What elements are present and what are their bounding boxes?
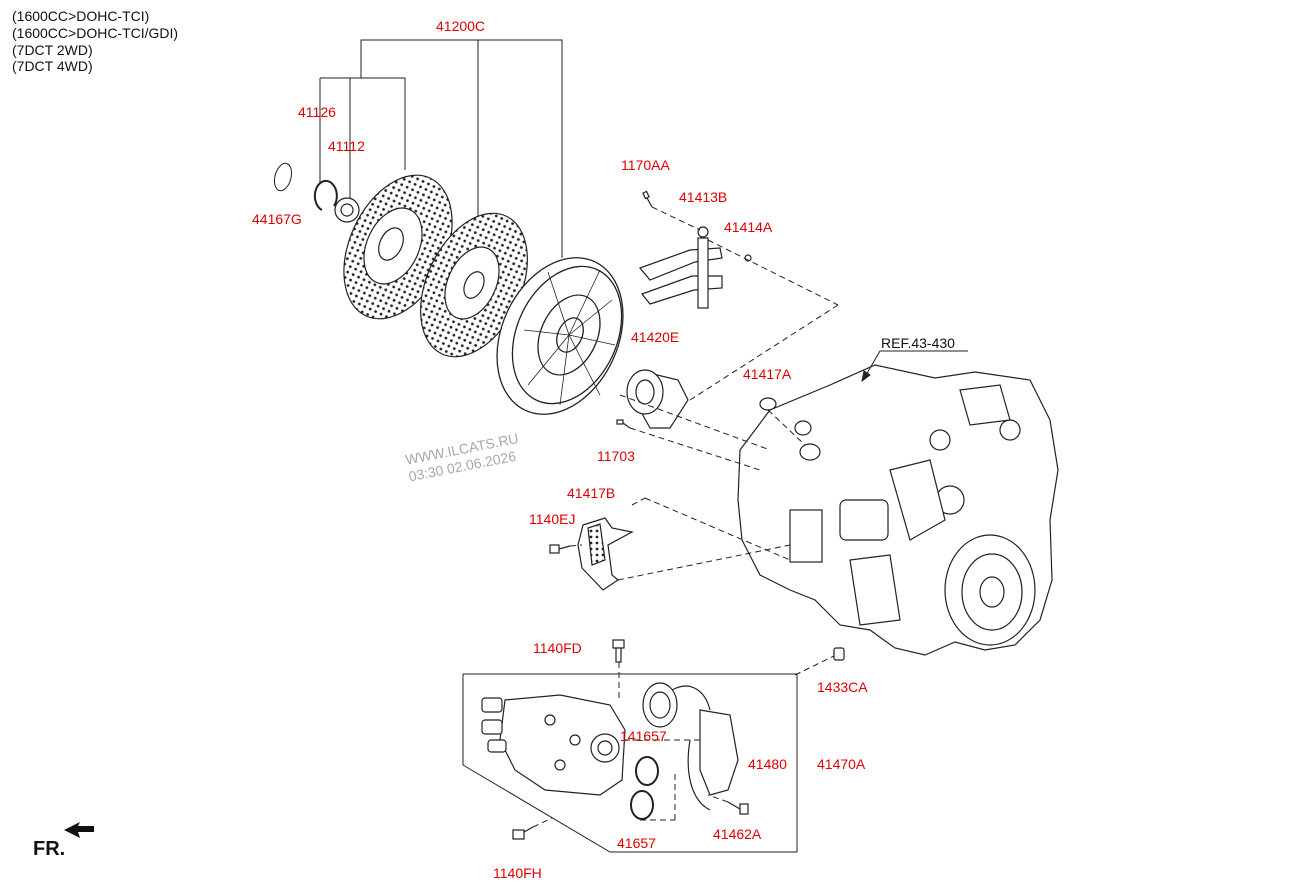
front-direction-arrow-icon xyxy=(64,822,94,838)
part-label-41657[interactable]: 41657 xyxy=(617,835,656,851)
bolt-1140ej xyxy=(549,544,571,554)
clutch-actuator-body xyxy=(481,694,626,796)
assembly-bracket-41200c xyxy=(319,39,563,258)
reference-label[interactable]: REF.43-430 xyxy=(881,335,955,351)
release-fork-41413b xyxy=(638,226,723,309)
variant-line-4: (7DCT 4WD) xyxy=(12,58,93,74)
dashed-assembly-lines xyxy=(532,206,839,828)
part-label-1170aa[interactable]: 1170AA xyxy=(621,157,670,173)
bolt-11703 xyxy=(616,419,631,429)
part-label-1140fd[interactable]: 1140FD xyxy=(533,640,582,656)
part-label-41413b[interactable]: 41413B xyxy=(679,189,728,205)
clutch-cover-pressure-plate xyxy=(496,257,624,415)
part-label-41417b[interactable]: 41417B xyxy=(567,485,616,501)
release-bearing-41420e xyxy=(626,369,689,429)
part-label-41126[interactable]: 41126 xyxy=(298,104,336,120)
part-label-41470a[interactable]: 41470A xyxy=(817,756,866,772)
variant-line-3: (7DCT 2WD) xyxy=(12,42,93,58)
part-label-41200c[interactable]: 41200C xyxy=(436,18,486,34)
shield-plate-41417b xyxy=(577,517,634,591)
plug-1433ca xyxy=(833,647,845,661)
part-label-41420e[interactable]: 41420E xyxy=(631,329,680,345)
part-label-41462a[interactable]: 41462A xyxy=(713,826,762,842)
part-label-41414a[interactable]: 41414A xyxy=(724,219,773,235)
front-direction-label: FR. xyxy=(33,838,66,860)
o-rings-41657 xyxy=(630,756,659,820)
circlip-41126 xyxy=(313,179,338,211)
part-label-1140fh[interactable]: 1140FH xyxy=(493,865,542,881)
part-label-41112[interactable]: 41112 xyxy=(328,138,365,154)
hydraulic-unit-41480 xyxy=(642,682,739,811)
snap-ring-44167g xyxy=(273,162,293,192)
variant-line-1: (1600CC>DOHC-TCI) xyxy=(12,8,150,24)
part-label-1433ca[interactable]: 1433CA xyxy=(817,679,868,695)
part-label-44167g[interactable]: 44167G xyxy=(252,211,302,227)
bolt-41462a xyxy=(727,801,749,815)
damper-hub-41112 xyxy=(334,197,360,223)
transmission-housing xyxy=(737,364,1059,656)
assembly-box-41470a xyxy=(462,673,798,853)
part-label-141657[interactable]: 141657 xyxy=(620,728,667,744)
bolt-1170aa xyxy=(642,190,653,208)
bolt-1140fd xyxy=(612,639,625,663)
ref-leader xyxy=(861,350,968,383)
part-label-41417a[interactable]: 41417A xyxy=(743,366,792,382)
clutch-disc-rear xyxy=(420,212,528,358)
bolt-1140fh xyxy=(512,826,534,840)
part-label-11703[interactable]: 11703 xyxy=(597,448,635,464)
variant-line-2: (1600CC>DOHC-TCI/GDI) xyxy=(12,25,179,41)
part-label-41480[interactable]: 41480 xyxy=(748,756,787,772)
part-label-1140ej[interactable]: 1140EJ xyxy=(529,511,576,527)
